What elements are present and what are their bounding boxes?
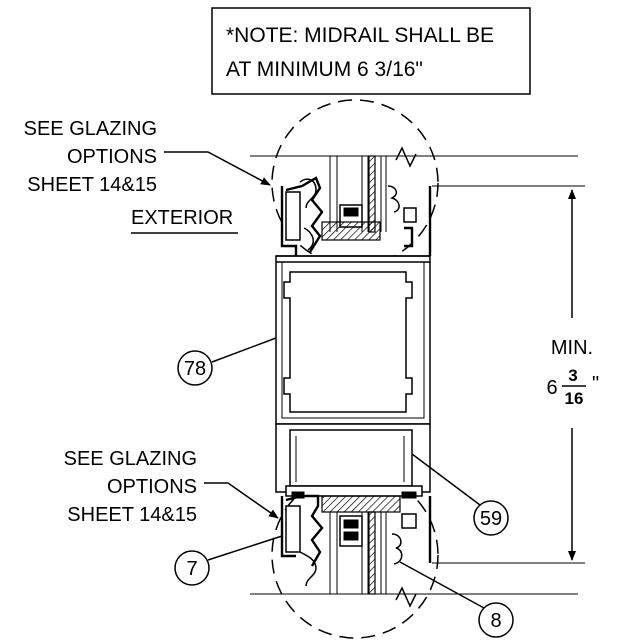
bottom-interior-gasket [391, 496, 432, 565]
glazing-top-line-1: SEE GLAZING [24, 118, 157, 140]
glazing-top-leader [164, 151, 271, 186]
glazing-label-top: SEE GLAZING OPTIONS SHEET 14&15 [24, 118, 271, 196]
midrail-note: *NOTE: MIDRAIL SHALL BE AT MINIMUM 6 3/1… [211, 7, 531, 95]
bottom-glass-unit [321, 495, 417, 608]
top-glazing-stop [280, 176, 324, 256]
glazing-label-bottom: SEE GLAZING OPTIONS SHEET 14&15 [64, 448, 279, 526]
note-line-1: *NOTE: MIDRAIL SHALL BE [226, 24, 494, 47]
dimension-numerator: 3 [568, 366, 577, 385]
bottom-break-symbol [395, 586, 417, 608]
callout-59-label: 59 [480, 508, 502, 530]
callout-7-bubble [174, 550, 210, 586]
dimension-unit: " [592, 373, 599, 395]
callout-59-bubble [473, 500, 509, 536]
dimension-prefix: MIN. [551, 337, 593, 359]
callout-59: 59 [411, 453, 509, 536]
callout-8: 8 [399, 561, 514, 638]
midrail-dimension: MIN. 6 3 16 " [546, 189, 599, 561]
dimension-denominator: 16 [565, 389, 584, 408]
callout-7-label: 7 [186, 558, 197, 580]
callout-78-label: 78 [184, 358, 206, 380]
exterior-label: EXTERIOR [131, 207, 233, 229]
glazing-bottom-line-3: SHEET 14&15 [67, 504, 197, 526]
callout-8-bubble [478, 602, 514, 638]
note-box [211, 7, 531, 95]
glazing-bottom-leader [204, 482, 279, 519]
glazing-top-line-3: SHEET 14&15 [27, 174, 157, 196]
note-line-2: AT MINIMUM 6 3/16" [226, 58, 423, 81]
detail-circle-top [271, 99, 439, 267]
glazing-bottom-line-1: SEE GLAZING [64, 448, 197, 470]
midrail-extrusion [275, 255, 431, 425]
detail-circle-bottom [271, 471, 439, 639]
midrail-outer-wall [275, 255, 431, 425]
exterior-label-group: EXTERIOR [131, 207, 238, 234]
top-glass-unit [321, 146, 417, 241]
glazing-top-line-2: OPTIONS [67, 146, 157, 168]
callout-8-label: 8 [490, 610, 501, 632]
glazing-bottom-line-2: OPTIONS [107, 476, 197, 498]
midrail-lower-chamber [275, 423, 431, 497]
callout-78: 78 [177, 337, 277, 386]
callout-7: 7 [174, 535, 283, 586]
bottom-glazing-stop [280, 491, 417, 587]
callout-78-bubble [177, 350, 213, 386]
top-interior-gasket [387, 185, 432, 256]
dimension-whole: 6 [546, 377, 557, 399]
top-break-symbol [395, 146, 417, 168]
